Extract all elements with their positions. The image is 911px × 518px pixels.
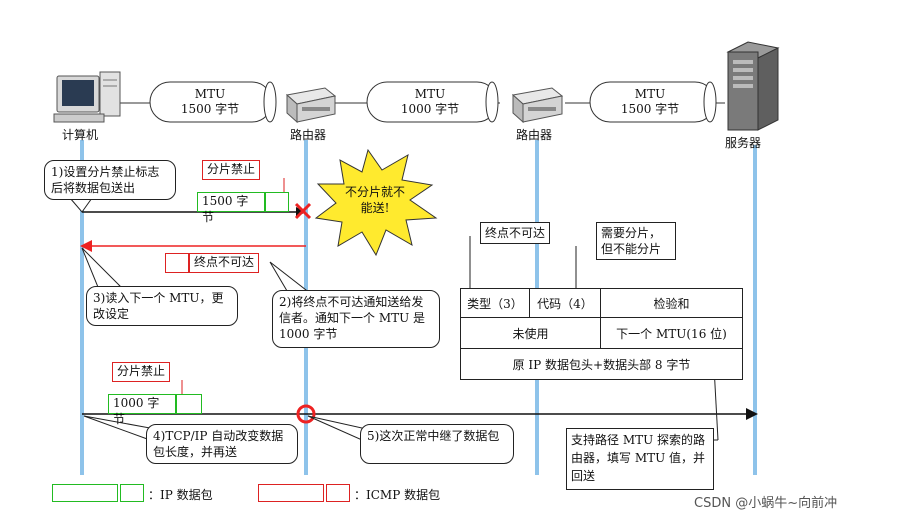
step-3-bubble: 3)读入下一个 MTU，更改设定 bbox=[86, 286, 238, 326]
icmp-code-cell: 代码（4） bbox=[529, 288, 601, 318]
icmp-checksum-cell: 检验和 bbox=[600, 288, 743, 318]
step-4-bubble: 4)TCP/IP 自动改变数据包长度，并再送 bbox=[146, 424, 298, 464]
server-icon bbox=[726, 41, 780, 131]
packet2-size: 1000 字节 bbox=[108, 394, 176, 426]
legend-ip-label: ：IP 数据包 bbox=[148, 488, 213, 502]
icmp-next-mtu-cell: 下一个 MTU(16 位) bbox=[600, 317, 743, 349]
icmp-code-callout: 需要分片，但不能分片 bbox=[596, 222, 676, 260]
icmp-type-callout: 终点不可达 bbox=[480, 222, 551, 244]
step-5-bubble: 5)这次正常中继了数据包 bbox=[360, 424, 514, 464]
blocked-x-icon bbox=[294, 202, 312, 220]
legend-icmp-data bbox=[326, 484, 350, 502]
pipe-2 bbox=[330, 81, 500, 123]
server-label: 服务器 bbox=[725, 136, 762, 150]
legend-ip-header bbox=[52, 484, 118, 502]
pipe-1 bbox=[120, 81, 277, 123]
computer-label: 计算机 bbox=[62, 128, 99, 142]
explosion-shape bbox=[314, 148, 438, 257]
packet1-size: 1500 字节 bbox=[197, 192, 265, 224]
watermark: CSDN @小蜗牛~向前冲 bbox=[694, 496, 838, 511]
step-2-bubble: 2)将终点不可达通知送给发信者。通知下一个 MTU 是 1000 字节 bbox=[272, 290, 440, 348]
router-note: 支持路径 MTU 探索的路由器，填写 MTU 值，并回送 bbox=[566, 428, 714, 490]
router2-label: 路由器 bbox=[516, 128, 553, 142]
unreachable-header bbox=[165, 253, 189, 273]
step-1-bubble: 1)设置分片禁止标志后将数据包送出 bbox=[44, 160, 176, 200]
icmp-original-cell: 原 IP 数据包头+数据头部 8 字节 bbox=[460, 348, 743, 380]
packet2-flag: 分片禁止 bbox=[112, 362, 171, 382]
legend-icmp-label: ：ICMP 数据包 bbox=[354, 488, 441, 502]
router1-label: 路由器 bbox=[290, 128, 327, 142]
relay-circle-icon bbox=[296, 404, 316, 424]
router-icon-1 bbox=[285, 87, 337, 124]
packet1-data bbox=[265, 192, 289, 212]
icmp-unused-cell: 未使用 bbox=[460, 317, 601, 349]
legend-ip-data bbox=[120, 484, 144, 502]
computer-icon bbox=[53, 71, 121, 123]
icmp-type-cell: 类型（3） bbox=[460, 288, 530, 318]
unreachable-label: 终点不可达 bbox=[189, 253, 260, 273]
packet1-flag: 分片禁止 bbox=[202, 160, 261, 180]
explosion-text: 不分片就不能送! bbox=[344, 185, 405, 215]
pipe-3 bbox=[565, 81, 725, 123]
legend-icmp-header bbox=[258, 484, 324, 502]
packet2-data bbox=[176, 394, 202, 414]
router-icon-2 bbox=[511, 87, 564, 124]
